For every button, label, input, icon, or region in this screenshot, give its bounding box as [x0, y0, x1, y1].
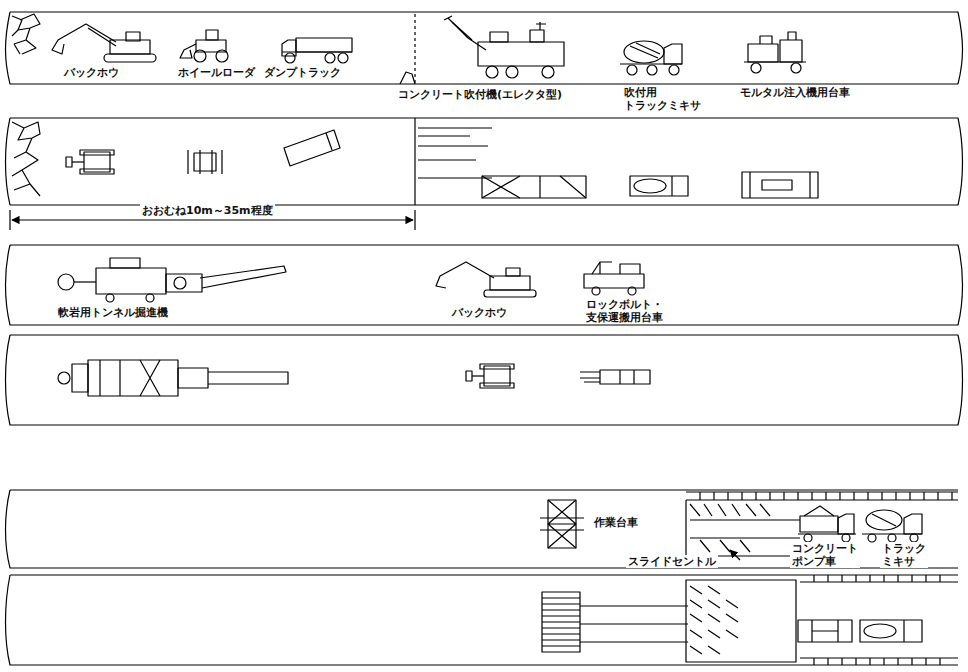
dump-truck-side	[282, 38, 352, 63]
machine-label: トラック ミキサ	[880, 542, 928, 568]
work-cart-side	[540, 500, 584, 548]
machine-label: おおむね10m～35m程度	[140, 204, 275, 217]
mortar-cart-plan	[742, 172, 818, 198]
truck-mixer-side	[620, 41, 682, 75]
shotcrete-machine-side	[444, 16, 564, 78]
backhoe-plan	[66, 150, 114, 174]
tbm-plan	[58, 360, 288, 396]
machine-label: 作業台車	[592, 516, 640, 529]
band-side-lining	[6, 490, 959, 568]
truck-mixer-side-2	[862, 510, 922, 542]
machine-label: ロックボルト・ 支保運搬用台車	[584, 298, 665, 324]
wheel-loader-plan	[188, 150, 222, 174]
machine-label: バックホウ	[62, 66, 121, 79]
machine-label: 軟岩用トンネル掘進機	[56, 306, 170, 319]
machine-label: ダンプトラック	[262, 66, 343, 79]
machine-label: バックホウ	[450, 306, 509, 319]
truck-mixer-plan	[630, 176, 688, 196]
rockbolt-cart-side	[584, 262, 644, 295]
backhoe-plan-2	[466, 364, 514, 388]
shotcrete-machine-plan	[482, 176, 586, 198]
mortar-injection-cart-side	[744, 32, 806, 73]
work-cart-plan	[542, 592, 688, 652]
backhoe-side	[52, 24, 156, 62]
dump-truck-plan	[284, 130, 340, 166]
band-plan-tbm	[6, 335, 963, 425]
band-plan-lining	[6, 575, 959, 665]
slide-central-side	[686, 500, 800, 560]
rockbolt-cart-plan	[580, 370, 650, 384]
band-side-tbm	[6, 245, 963, 325]
band-side-excavation	[6, 12, 963, 84]
machine-label: 吹付用 トラックミキサ	[622, 86, 703, 112]
tbm-side	[58, 258, 286, 302]
machine-label: コンクリート吹付機(エレクタ型)	[396, 88, 564, 101]
machine-label: ホイールローダ	[176, 66, 257, 79]
machine-label: コンクリート ポンプ車	[790, 542, 860, 568]
slide-central-plan	[686, 580, 796, 662]
backhoe-side-2	[436, 262, 536, 297]
machine-label: モルタル注入機用台車	[738, 86, 852, 99]
pump-truck-side	[798, 506, 856, 542]
truck-mixer-plan-2	[860, 620, 922, 642]
pump-truck-plan	[798, 620, 852, 642]
wheel-loader-side	[180, 30, 228, 62]
machine-label: スライドセントル	[626, 555, 718, 568]
band-plan-excavation	[6, 118, 963, 205]
